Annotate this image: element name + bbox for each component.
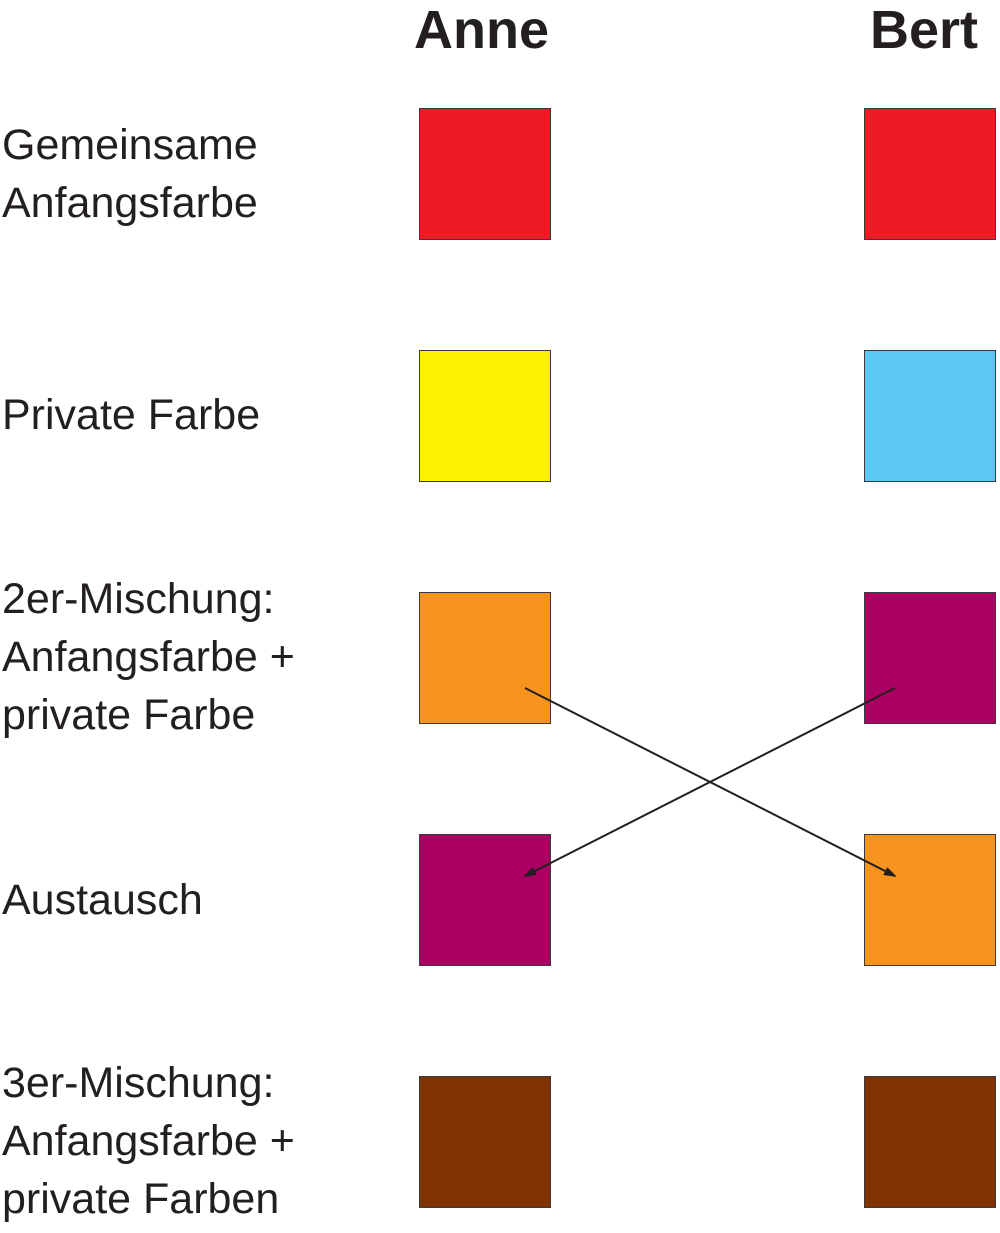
label-private-color: Private Farbe: [2, 391, 261, 439]
label-3-mix: 3er-Mischung: Anfangsfarbe + private Far…: [2, 1059, 295, 1223]
bert-2mix-square: [864, 592, 996, 724]
header-anne: Anne: [414, 0, 549, 60]
label-2-mix: 2er-Mischung: Anfangsfarbe + private Far…: [2, 575, 295, 739]
anne-3mix-square: [419, 1076, 551, 1208]
bert-exchange-square: [864, 834, 996, 966]
bert-3mix-square: [864, 1076, 996, 1208]
anne-exchange-square: [419, 834, 551, 966]
bert-private-square: [864, 350, 996, 482]
label-shared-color: Gemeinsame Anfangsfarbe: [2, 121, 258, 227]
arrow-bert-to-anne: [525, 687, 896, 876]
anne-2mix-square: [419, 592, 551, 724]
header-bert: Bert: [870, 0, 979, 60]
label-exchange: Austausch: [2, 876, 203, 924]
anne-private-square: [419, 350, 551, 482]
bert-shared-square: [864, 108, 996, 240]
anne-shared-square: [419, 108, 551, 240]
